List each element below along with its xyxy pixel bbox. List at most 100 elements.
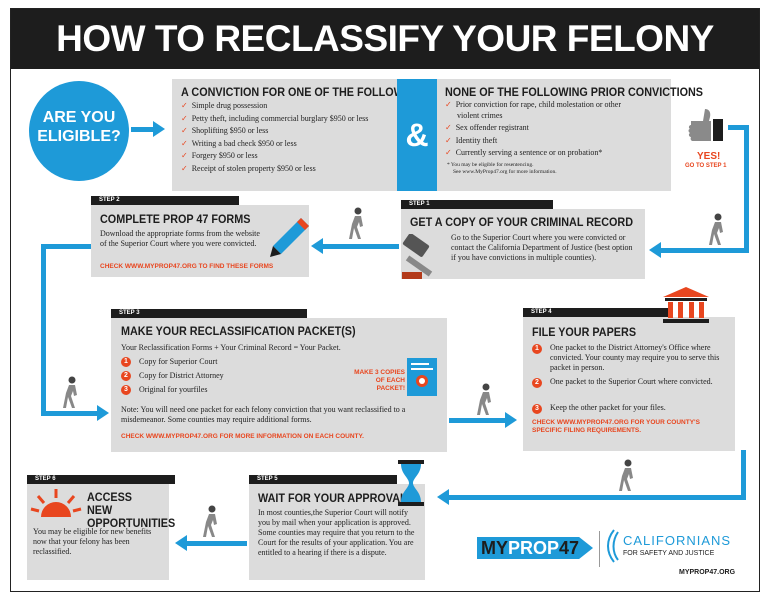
step6-arrow-head: [175, 535, 187, 551]
logo-divider: [599, 531, 600, 567]
none-list: ✓Prior conviction for rape, child molest…: [445, 100, 621, 160]
courthouse-icon: [663, 287, 709, 323]
step1-arrow-in: [659, 248, 749, 253]
none-note-1: * You may be eligible for resentencing.: [447, 162, 534, 168]
step3-arrow-head: [97, 405, 109, 421]
check-icon: ✓: [181, 163, 188, 173]
list-item: ✓Receipt of stolen property $950 or less: [181, 163, 316, 173]
step2-arrow-head: [311, 238, 323, 254]
pencil-icon: [270, 218, 309, 257]
right-arrow-down-1: [744, 125, 749, 253]
list-item: ✓Writing a bad check $950 or less: [181, 138, 297, 148]
step4-arrow: [449, 418, 507, 423]
eligible-arrow: [131, 127, 155, 132]
list-item: ✓Prior conviction for rape, child molest…: [445, 100, 621, 109]
step2-link[interactable]: CHECK WWW.MYPROP47.ORG TO FIND THESE FOR…: [100, 263, 274, 270]
step4-link[interactable]: CHECK WWW.MYPROP47.ORG FOR YOUR COUNTY'S…: [532, 419, 700, 434]
step2-tag: STEP 2: [91, 196, 239, 205]
step4-title: FILE YOUR PAPERS: [532, 325, 637, 339]
step6-title: ACCESS NEW OPPORTUNITIES: [87, 490, 176, 530]
step3-link[interactable]: CHECK WWW.MYPROP47.ORG FOR MORE INFORMAT…: [121, 433, 364, 440]
step3-title: MAKE YOUR RECLASSIFICATION PACKET(S): [121, 324, 356, 338]
check-icon: ✓: [181, 113, 188, 123]
step4-panel: [523, 317, 735, 451]
check-icon: ✓: [181, 151, 188, 160]
right-arrow-down-2: [741, 450, 746, 500]
site-url[interactable]: MYPROP47.ORG: [679, 569, 736, 576]
step1-title: GET A COPY OF YOUR CRIMINAL RECORD: [410, 215, 634, 229]
eligible-line1: ARE YOU: [42, 109, 116, 126]
step6-panel: [27, 484, 169, 580]
step2-panel: [91, 205, 309, 277]
document-icon: [407, 358, 437, 396]
list-item: ✓Petty theft, including commercial burgl…: [181, 113, 369, 123]
walking-person-icon: [63, 376, 77, 408]
check-icon: ✓: [445, 100, 452, 109]
walking-person-icon: [709, 213, 723, 245]
myprop47-logo: MYPROP47: [477, 537, 593, 559]
left-arrow-down: [41, 244, 46, 416]
list-item: ✓Currently serving a sentence or on prob…: [445, 148, 603, 157]
list-item: violent crimes: [457, 111, 503, 120]
walking-person-icon: [619, 459, 633, 491]
eligible-badge: ARE YOU ELIGIBLE?: [29, 81, 129, 181]
step3-arrow-in: [41, 411, 99, 416]
step5-arrow: [447, 495, 746, 500]
step5-arrow-head: [437, 489, 449, 505]
step2-title: COMPLETE PROP 47 FORMS: [100, 212, 251, 226]
cfsj-line1: CALIFORNIANS: [623, 533, 732, 548]
eligible-arrow-head: [153, 121, 165, 137]
conviction-list: ✓Simple drug possession ✓Petty theft, in…: [181, 100, 368, 175]
walking-person-icon: [477, 383, 491, 415]
ampersand-block: &: [397, 79, 437, 191]
list-item: ✓Sex offender registrant: [445, 123, 529, 132]
step2-text: Download the appropriate forms from the …: [100, 229, 260, 248]
infographic: HOW TO RECLASSIFY YOUR FELONY UNDER PROP…: [10, 8, 760, 592]
list-item: ✓Simple drug possession: [181, 101, 268, 110]
step3-note: Note: You will need one packet for each …: [121, 405, 406, 424]
eligible-line2: ELIGIBLE?: [37, 128, 121, 145]
step3-panel: [111, 318, 447, 452]
sunrise-icon: [30, 489, 82, 517]
step5-tag: STEP 5: [249, 475, 397, 484]
step1-tag: STEP 1: [401, 200, 553, 209]
walking-person-icon: [203, 505, 217, 537]
list-item: ✓Forgery $950 or less: [181, 151, 258, 160]
list-item: ✓Identity theft: [445, 135, 498, 145]
walking-person-icon: [349, 207, 363, 239]
hourglass-icon: [398, 460, 424, 506]
cfsj-logo-icon: [607, 529, 619, 563]
check-icon: ✓: [181, 138, 188, 148]
conviction-title: A CONVICTION FOR ONE OF THE FOLLOWING: [181, 85, 423, 99]
step2-arrow: [323, 244, 399, 249]
step6-tag: STEP 6: [27, 475, 175, 484]
none-title: NONE OF THE FOLLOWING PRIOR CONVICTIONS: [445, 85, 704, 99]
check-icon: ✓: [181, 101, 188, 110]
check-icon: ✓: [445, 148, 452, 157]
check-icon: ✓: [445, 123, 452, 132]
step4-arrow-head: [505, 412, 517, 428]
step4-tag: STEP 4: [523, 308, 671, 317]
left-arrow-top: [41, 244, 91, 249]
list-item: ✓Shoplifting $950 or less: [181, 126, 269, 135]
cfsj-line2: FOR SAFETY AND JUSTICE: [623, 550, 715, 557]
check-icon: ✓: [445, 135, 452, 145]
step5-text: In most counties,the Superior Court will…: [258, 508, 415, 557]
gavel-icon: [402, 234, 433, 279]
none-note-2: See www.MyProp47.org for more informatio…: [453, 169, 557, 175]
step6-text: You may be eligible for new benefits now…: [33, 527, 152, 556]
yes-sub: GO TO STEP 1: [685, 163, 727, 169]
step3-tag: STEP 3: [111, 309, 307, 318]
yes-connector: [728, 125, 749, 130]
step1-text: Go to the Superior Court where you were …: [451, 233, 633, 262]
step3-copies: MAKE 3 COPIES OF EACH PACKET!: [354, 369, 405, 392]
yes-label: YES!: [697, 151, 721, 162]
step3-intro: Your Reclassification Forms + Your Crimi…: [121, 343, 341, 352]
step1-arrow-head: [649, 242, 661, 258]
step5-panel: [249, 484, 425, 580]
